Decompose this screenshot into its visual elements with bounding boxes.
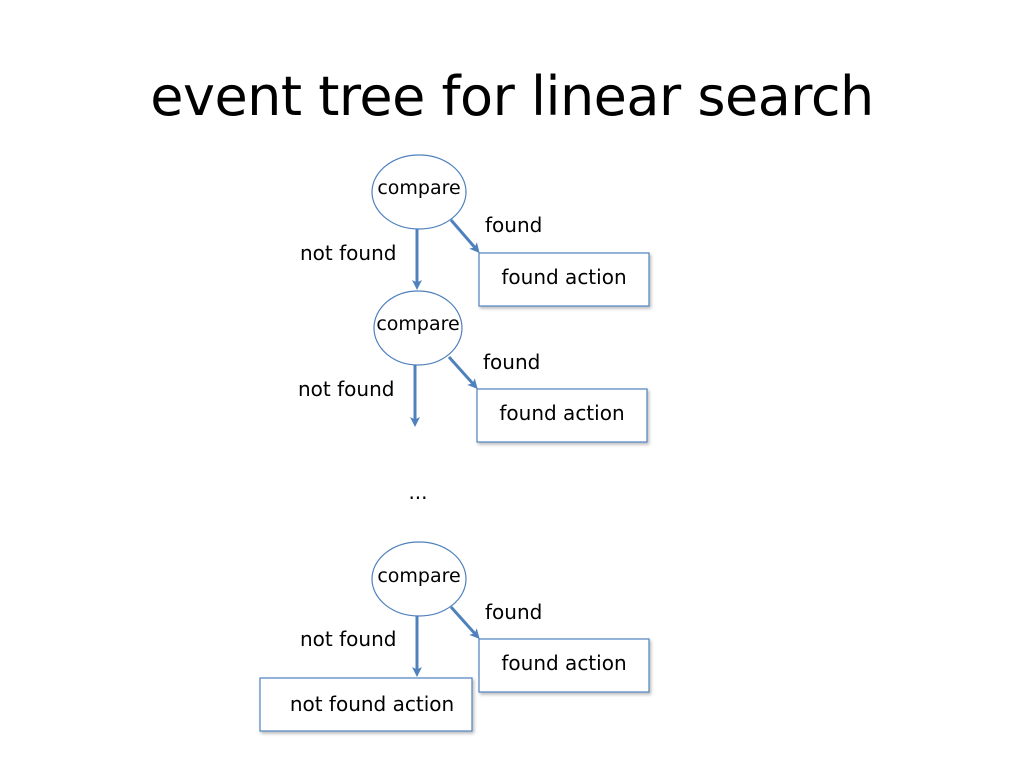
compare-node xyxy=(373,290,463,366)
found-edge-label: found xyxy=(483,350,540,374)
compare-node xyxy=(371,541,467,617)
found-action-label: found action xyxy=(499,401,624,425)
compare-node xyxy=(371,154,467,230)
not-found-action-box xyxy=(259,677,473,732)
slide-title: event tree for linear search xyxy=(150,65,874,128)
found-action-label: found action xyxy=(501,265,626,289)
found-action-label: found action xyxy=(501,651,626,675)
found-action-box xyxy=(476,388,648,443)
found-arrow xyxy=(449,605,480,639)
found-edge-label: found xyxy=(485,600,542,624)
compare-node-label: compare xyxy=(376,313,459,335)
not-found-edge-label: not found xyxy=(300,241,396,265)
not-found-action-label: not found action xyxy=(290,692,454,716)
not-found-edge-label: not found xyxy=(300,627,396,651)
found-action-box xyxy=(478,252,650,307)
found-arrow xyxy=(447,355,478,389)
compare-node-label: compare xyxy=(377,565,460,587)
not-found-edge-label: not found xyxy=(298,377,394,401)
continuation-ellipsis: ... xyxy=(408,480,427,504)
found-action-box xyxy=(478,638,650,693)
tree-level-last: compare not found found found action not… xyxy=(259,541,650,732)
found-edge-label: found xyxy=(485,213,542,237)
tree-level-2: compare not found found found action xyxy=(298,290,648,443)
found-arrow xyxy=(449,219,480,254)
tree-level-1: compare not found found found action xyxy=(300,154,650,307)
compare-node-label: compare xyxy=(377,177,460,199)
